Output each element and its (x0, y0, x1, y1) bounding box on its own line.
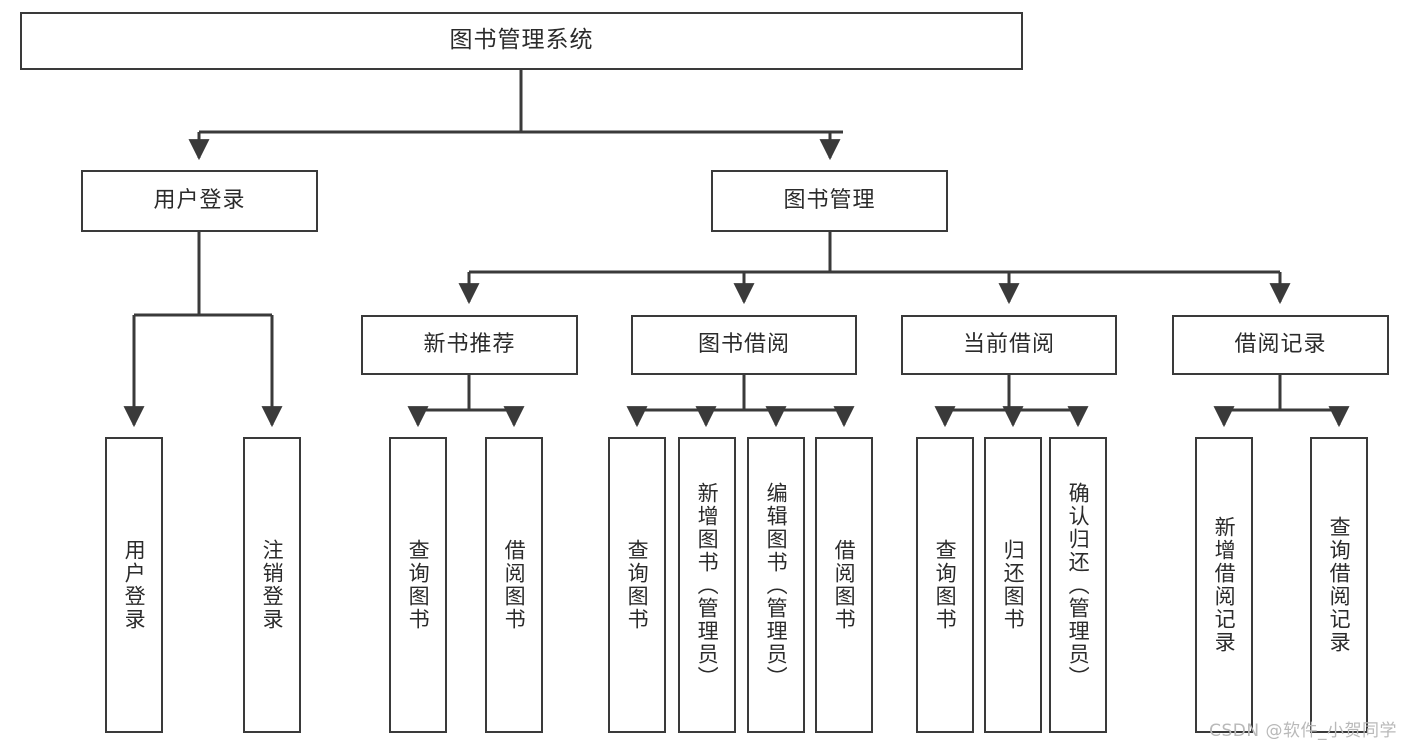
node-label: 图书管理系统 (449, 27, 594, 54)
node-label: 编辑图书（管理员） (764, 481, 789, 689)
leaf-query-book-2[interactable]: 查询图书 (608, 437, 666, 733)
leaf-edit-book[interactable]: 编辑图书（管理员） (747, 437, 805, 733)
node-label: 查询图书 (625, 539, 650, 631)
leaf-logout-login[interactable]: 注销登录 (243, 437, 301, 733)
node-book-management[interactable]: 图书管理 (711, 170, 948, 232)
node-label: 新增图书（管理员） (695, 481, 720, 689)
node-label: 查询图书 (406, 539, 431, 631)
node-label: 新书推荐 (423, 331, 516, 357)
node-user-login[interactable]: 用户登录 (81, 170, 318, 232)
node-label: 用户登录 (122, 539, 147, 631)
node-label: 归还图书 (1001, 539, 1026, 631)
leaf-query-record[interactable]: 查询借阅记录 (1310, 437, 1368, 733)
leaf-borrow-book-2[interactable]: 借阅图书 (815, 437, 873, 733)
node-label: 新增借阅记录 (1212, 516, 1237, 654)
node-current-borrow[interactable]: 当前借阅 (901, 315, 1117, 375)
node-label: 借阅记录 (1234, 331, 1327, 357)
leaf-add-book[interactable]: 新增图书（管理员） (678, 437, 736, 733)
node-root-system[interactable]: 图书管理系统 (20, 12, 1023, 70)
leaf-query-book-1[interactable]: 查询图书 (389, 437, 447, 733)
node-label: 当前借阅 (962, 331, 1055, 357)
leaf-confirm-return[interactable]: 确认归还（管理员） (1049, 437, 1107, 733)
node-label: 用户登录 (153, 187, 246, 213)
node-label: 图书借阅 (697, 331, 790, 357)
node-label: 确认归还（管理员） (1066, 481, 1091, 689)
leaf-return-book[interactable]: 归还图书 (984, 437, 1042, 733)
node-label: 注销登录 (260, 539, 285, 631)
node-label: 查询图书 (933, 539, 958, 631)
node-label: 图书管理 (783, 187, 876, 213)
node-label: 查询借阅记录 (1327, 516, 1352, 654)
node-label: 借阅图书 (832, 539, 857, 631)
node-book-borrow[interactable]: 图书借阅 (631, 315, 857, 375)
leaf-add-record[interactable]: 新增借阅记录 (1195, 437, 1253, 733)
leaf-user-login[interactable]: 用户登录 (105, 437, 163, 733)
node-borrow-record[interactable]: 借阅记录 (1172, 315, 1389, 375)
leaf-query-book-3[interactable]: 查询图书 (916, 437, 974, 733)
node-new-book-recommend[interactable]: 新书推荐 (361, 315, 578, 375)
leaf-borrow-book-1[interactable]: 借阅图书 (485, 437, 543, 733)
node-label: 借阅图书 (502, 539, 527, 631)
